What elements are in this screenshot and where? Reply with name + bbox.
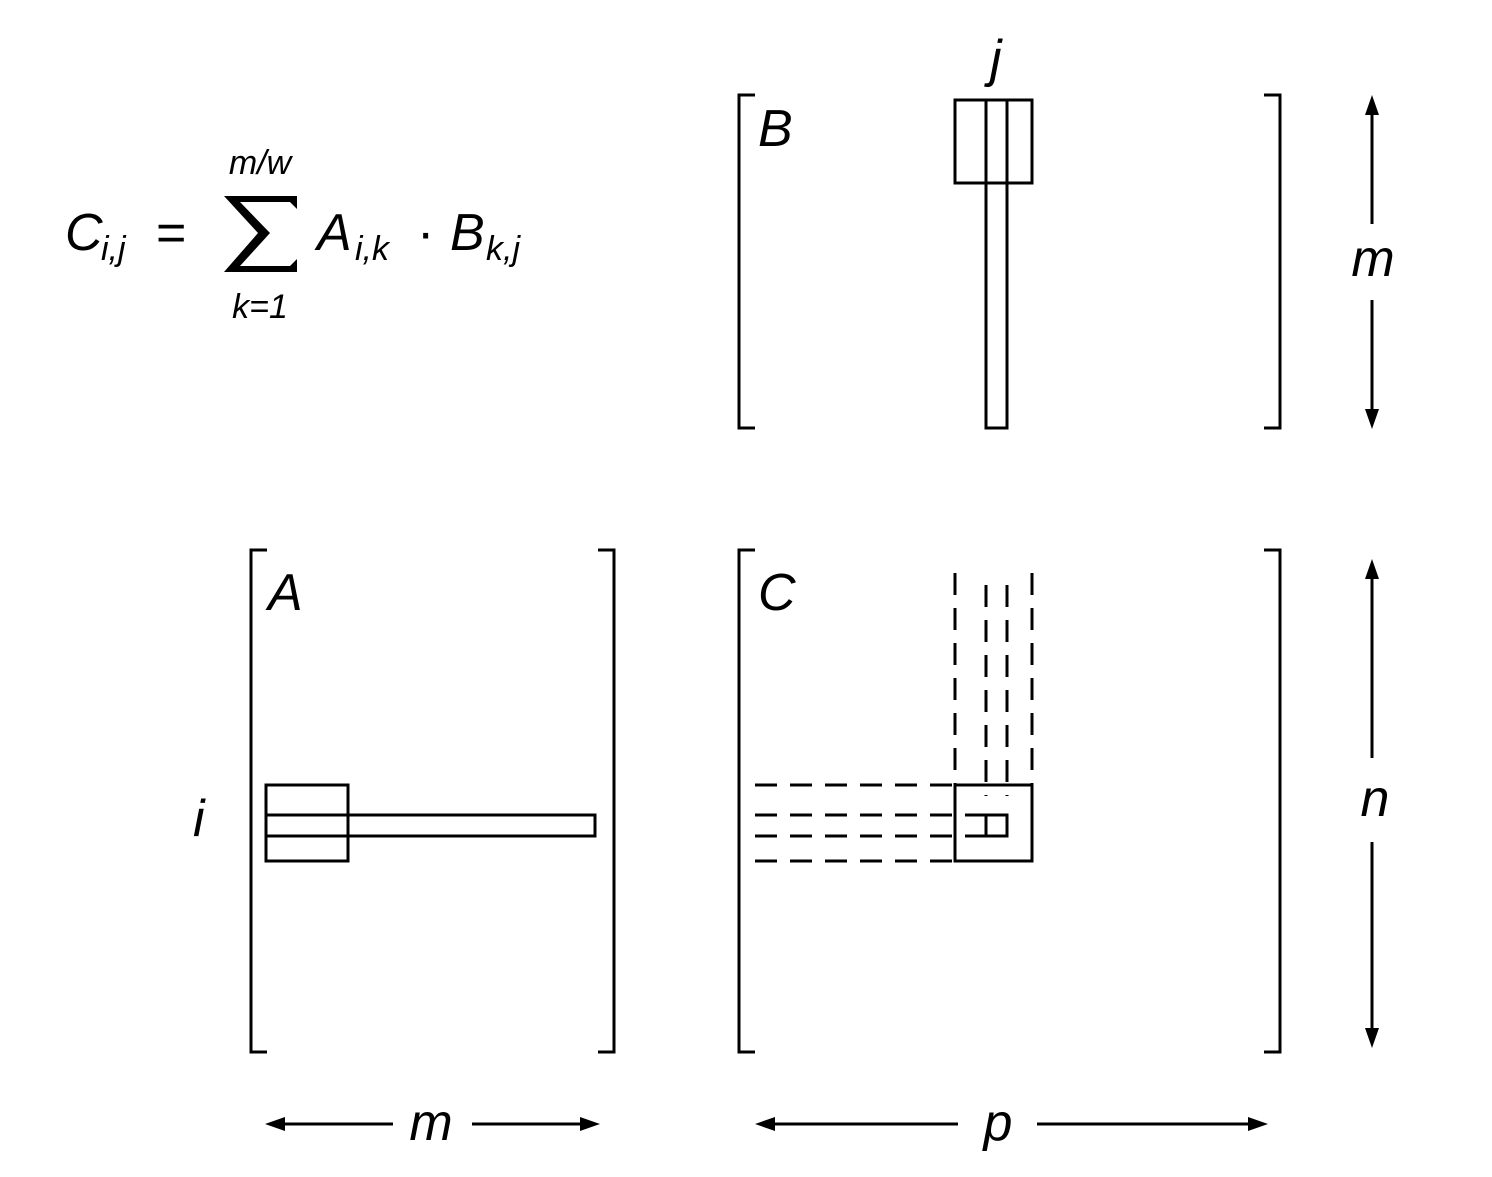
formula-term-b-subscript: k,j [486,230,521,268]
c-width-dimension: p [755,1094,1268,1152]
formula-term-b-symbol: B [450,204,485,262]
c-height-label: n [1361,770,1390,828]
summation-upper-limit: m/w [229,144,294,182]
arrow-left-icon [265,1117,285,1131]
a-width-label: m [409,1094,452,1152]
matrix-c-label: C [758,564,796,622]
column-index-label: j [984,30,1003,88]
matrix-c-left-bracket [737,548,755,1054]
summation-lower-limit: k=1 [232,288,288,326]
matrix-a: A i [193,548,616,1054]
matrix-c-right-bracket [1264,548,1282,1054]
a-width-dimension: m [265,1094,600,1152]
c-height-dimension: n [1361,559,1390,1048]
arrow-up-icon [1365,95,1379,115]
matrix-b-block [953,98,1034,185]
matrix-a-label: A [265,564,303,622]
matrix-b: B j [737,30,1282,430]
row-index-label: i [193,790,206,848]
matrix-a-right-bracket [598,548,616,1054]
matrix-a-left-bracket [249,548,267,1054]
b-height-label: m [1351,230,1394,288]
matrix-c-element [984,813,1009,838]
formula: C i,j = m/w k=1 A i,k · B k,j [65,144,521,326]
arrow-left-icon [755,1117,775,1131]
arrow-right-icon [1248,1117,1268,1131]
arrow-down-icon [1365,409,1379,429]
formula-term-a-symbol: A [314,204,352,262]
c-width-label: p [982,1094,1013,1152]
matrix-c: C [737,548,1282,1054]
arrow-up-icon [1365,559,1379,579]
matrix-b-right-bracket [1264,93,1282,430]
formula-dot: · [417,204,434,262]
matrix-b-column-strip [984,98,1009,430]
matrix-c-block [953,783,1034,863]
matrix-b-left-bracket [737,93,755,430]
matrix-b-label: B [758,100,793,158]
formula-lhs-subscript: i,j [101,230,127,268]
formula-equals: = [156,204,186,262]
matrix-a-block [264,783,350,863]
formula-lhs-symbol: C [65,204,103,262]
formula-term-a-subscript: i,k [355,230,391,268]
matrix-a-row-strip [264,813,597,838]
b-height-dimension: m [1351,95,1395,429]
arrow-right-icon [580,1117,600,1131]
arrow-down-icon [1365,1028,1379,1048]
summation-sign-icon [224,196,297,272]
